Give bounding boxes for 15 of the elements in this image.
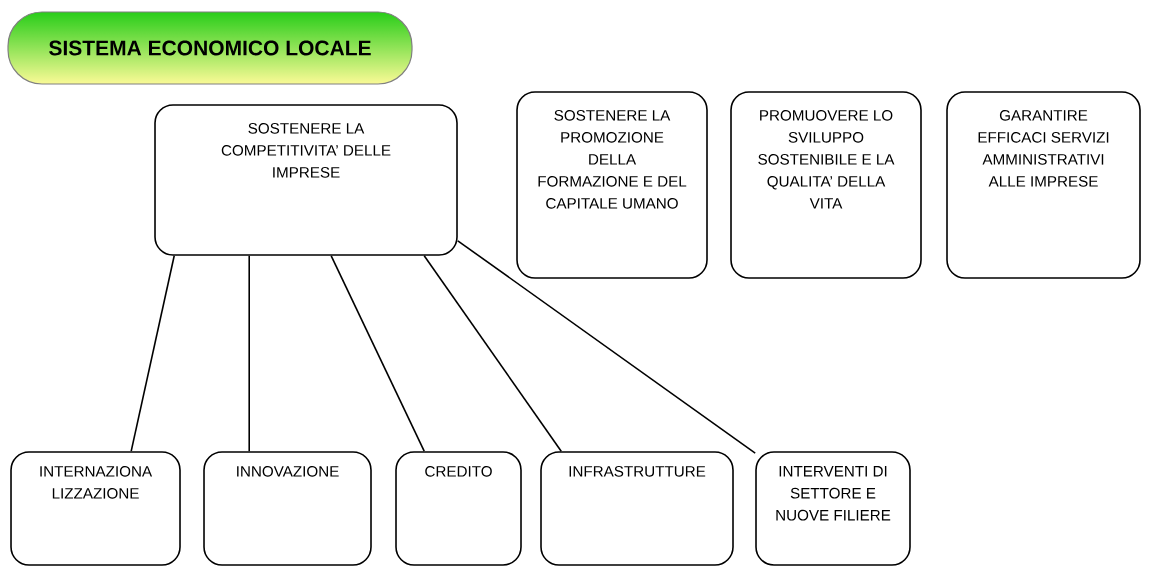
connector-line — [457, 240, 756, 454]
rounded-box: INTERNAZIONA LIZZAZIONE — [10, 451, 181, 566]
rounded-box: INNOVAZIONE — [203, 451, 372, 566]
rounded-box: GARANTIRE EFFICACI SERVIZI AMMINISTRATIVI ALLE IMPRESE — [946, 91, 1141, 279]
rounded-box: INTERVENTI DI SETTORE E NUOVE FILIERE — [755, 451, 911, 566]
rounded-box: SOSTENERE LA PROMOZIONE DELLA FORMAZIONE E DEL CAPITALE UMANO — [516, 91, 708, 279]
rounded-box: PROMUOVERE LO SVILUPPO SOSTENIBILE E LA QUALITA’ DELLA VITA — [730, 91, 922, 279]
rounded-box: INFRASTRUTTURE — [540, 451, 734, 566]
rounded-box: CREDITO — [395, 451, 522, 566]
connector-line — [248, 255, 250, 452]
title-pill: SISTEMA ECONOMICO LOCALE — [7, 11, 413, 85]
connector-line — [423, 255, 562, 452]
connector-line — [130, 255, 175, 452]
connector-line — [330, 255, 425, 452]
rounded-box: SOSTENERE LA COMPETITIVITA’ DELLE IMPRESE — [154, 104, 458, 256]
